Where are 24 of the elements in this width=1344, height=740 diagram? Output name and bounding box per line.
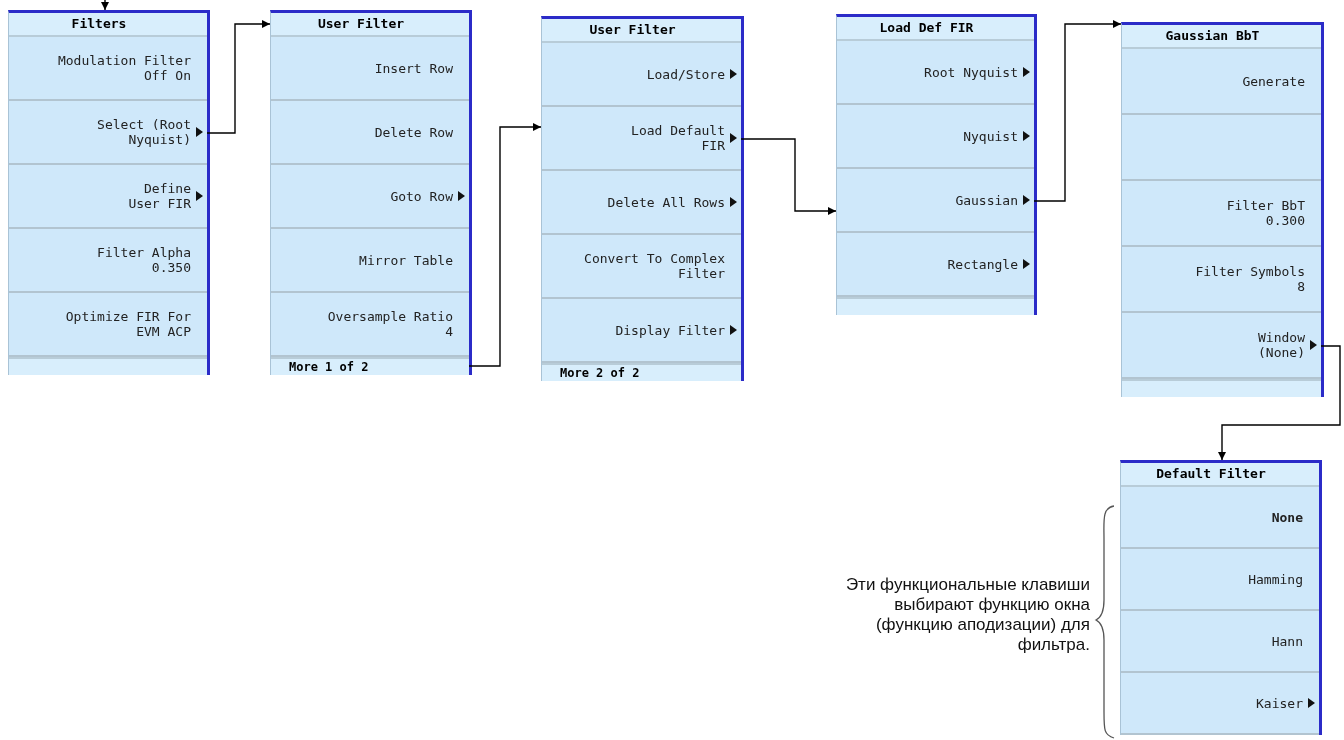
arrow <box>468 123 542 367</box>
arrow <box>1218 345 1341 461</box>
menu-footer-tab <box>9 357 207 375</box>
arrow <box>1033 20 1122 202</box>
softkey-menu <box>541 16 744 381</box>
menu-footer-tab <box>1122 379 1321 397</box>
softkey-menu <box>270 10 472 375</box>
menu-title: Filters <box>9 13 207 37</box>
menu-title: Load Def FIR <box>837 17 1034 41</box>
softkey-menu <box>836 14 1037 315</box>
more-tab: More 1 of 2 <box>271 357 469 375</box>
arrow <box>206 20 271 134</box>
softkey-menu <box>1121 22 1324 397</box>
menu-title: Default Filter <box>1121 463 1319 487</box>
menu-footer-tab <box>837 297 1034 315</box>
arrow <box>740 138 837 215</box>
annotation-text: Эти функциональные клавиши выбирают функцию окна (функцию аподизации) для фильтра. <box>844 575 1090 655</box>
softkey-menu <box>8 10 210 375</box>
menu-title: User Filter <box>542 19 741 43</box>
arrow <box>101 0 109 11</box>
menu-title: User Filter <box>271 13 469 37</box>
more-tab: More 2 of 2 <box>542 363 741 381</box>
menu-title: Gaussian BbT <box>1122 25 1321 49</box>
softkey-menu <box>1120 460 1322 735</box>
